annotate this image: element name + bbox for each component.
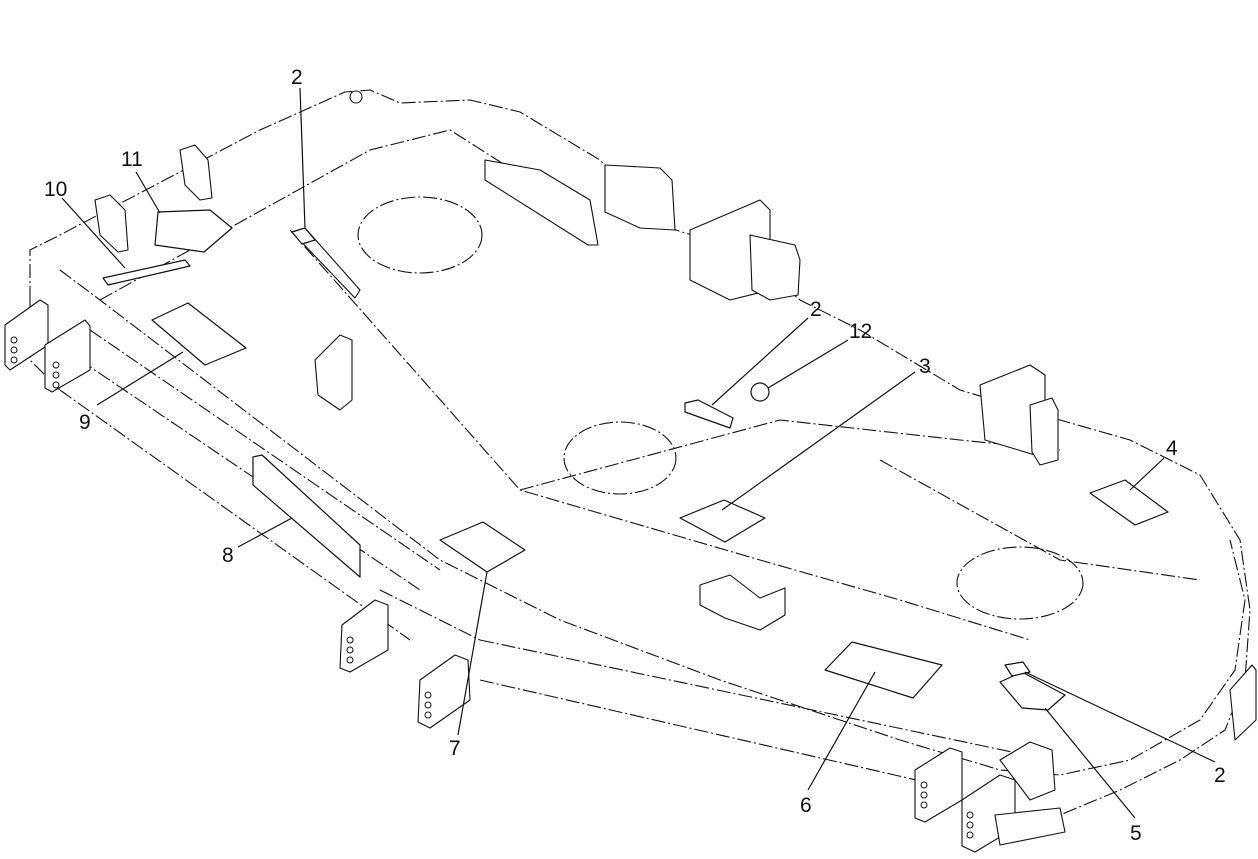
callout-12: 12 [849,320,872,343]
deck-brackets [4,90,1257,853]
decal-12 [750,382,770,402]
decal-11 [154,209,233,253]
callout-2-right: 2 [1214,764,1226,787]
decal-2-right [1004,661,1031,677]
callout-2-top: 2 [291,66,303,89]
callout-7: 7 [449,737,461,760]
decal-7 [439,521,526,573]
callout-5: 5 [1130,822,1142,845]
leader-lines [61,87,1216,819]
decal-10 [102,259,191,286]
decal-2-top [291,227,316,245]
decal-4 [1089,479,1169,526]
callout-9: 9 [79,411,91,434]
callout-8: 8 [222,544,234,567]
decal-8 [252,454,361,578]
callout-3: 3 [919,355,931,378]
decal-9 [151,302,247,366]
decal-2-center [684,399,734,429]
callout-6: 6 [800,794,812,817]
decal-3 [679,499,766,543]
callout-labels: 2 11 10 9 8 7 2 12 3 4 6 5 2 [44,66,1226,845]
callout-10: 10 [44,178,67,201]
callout-4: 4 [1166,437,1178,460]
callout-2-center: 2 [810,298,822,321]
decal-6 [824,641,943,699]
callout-11: 11 [121,148,143,171]
decals [102,209,1169,711]
decal-5 [999,671,1066,711]
